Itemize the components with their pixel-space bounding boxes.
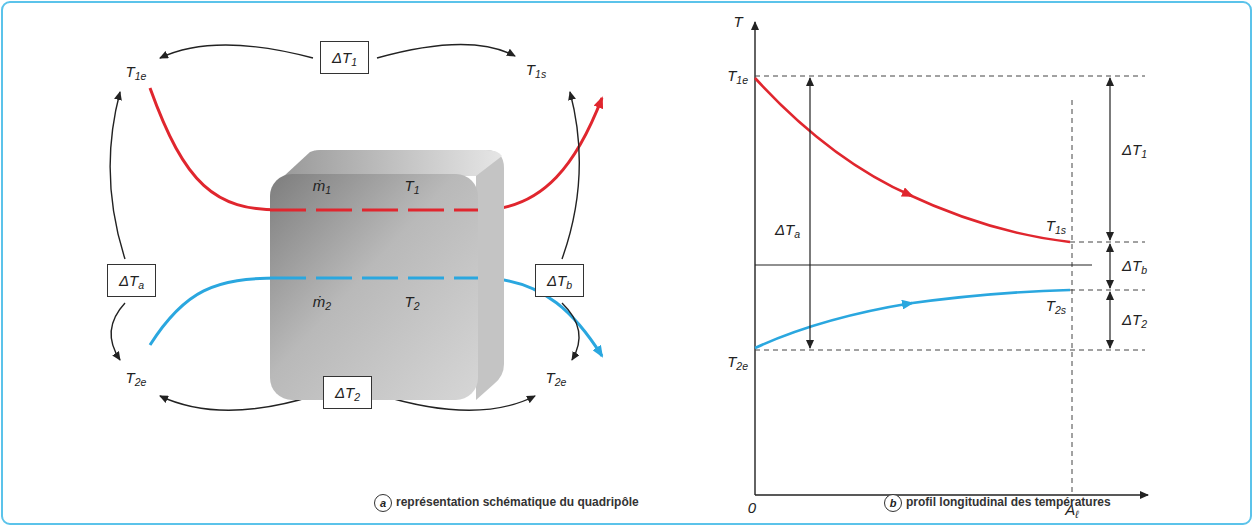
temperature-label: T1e bbox=[126, 63, 147, 80]
temperature-label: T1 bbox=[404, 177, 419, 194]
temperature-label: T2e bbox=[126, 369, 147, 386]
temperature-label: T2s bbox=[1046, 297, 1066, 314]
difference-label: ΔT2 bbox=[1122, 311, 1147, 328]
difference-box: ΔT1 bbox=[320, 41, 369, 74]
temperature-label: T2 bbox=[404, 293, 419, 310]
temperature-label: T2e bbox=[727, 353, 748, 370]
block-shape bbox=[270, 150, 506, 402]
difference-label: ΔT1 bbox=[332, 49, 357, 66]
difference-label: ΔTb bbox=[1122, 257, 1147, 274]
exchanger-block: ṁ1 T1 ṁ2 T2 bbox=[270, 150, 506, 402]
caption-letter: a bbox=[374, 494, 392, 512]
mass-flow-label: ṁ2 bbox=[313, 293, 331, 310]
caption: représentation schématique du quadripôle bbox=[396, 496, 639, 510]
cold-profile bbox=[755, 290, 1070, 348]
dashed-guides bbox=[755, 76, 1145, 495]
hot-profile bbox=[755, 78, 1070, 242]
caption-letter: b bbox=[884, 494, 902, 512]
difference-label: ΔTb bbox=[547, 272, 572, 289]
difference-arrows bbox=[810, 78, 1110, 348]
difference-label: ΔT1 bbox=[1122, 141, 1147, 158]
difference-box: ΔTb bbox=[535, 264, 584, 297]
mean-line bbox=[755, 264, 1092, 265]
difference-label: ΔTa bbox=[775, 221, 800, 238]
difference-label: ΔT2 bbox=[335, 384, 360, 401]
difference-box: ΔTa bbox=[107, 264, 156, 297]
mass-flow-label: ṁ1 bbox=[313, 177, 331, 194]
difference-box: ΔT2 bbox=[323, 376, 372, 409]
temperature-label: T1e bbox=[727, 67, 748, 84]
temperature-label: T1s bbox=[526, 61, 546, 78]
axis-label: 0 bbox=[748, 499, 756, 516]
axes bbox=[755, 22, 1148, 495]
axis-label: T bbox=[733, 13, 742, 30]
difference-arcs bbox=[110, 44, 579, 410]
caption: profil longitudinal des températures bbox=[906, 496, 1111, 510]
temperature-label: T2e bbox=[546, 369, 567, 386]
difference-label: ΔTa bbox=[119, 272, 144, 289]
temperature-label: T1s bbox=[1046, 217, 1066, 234]
